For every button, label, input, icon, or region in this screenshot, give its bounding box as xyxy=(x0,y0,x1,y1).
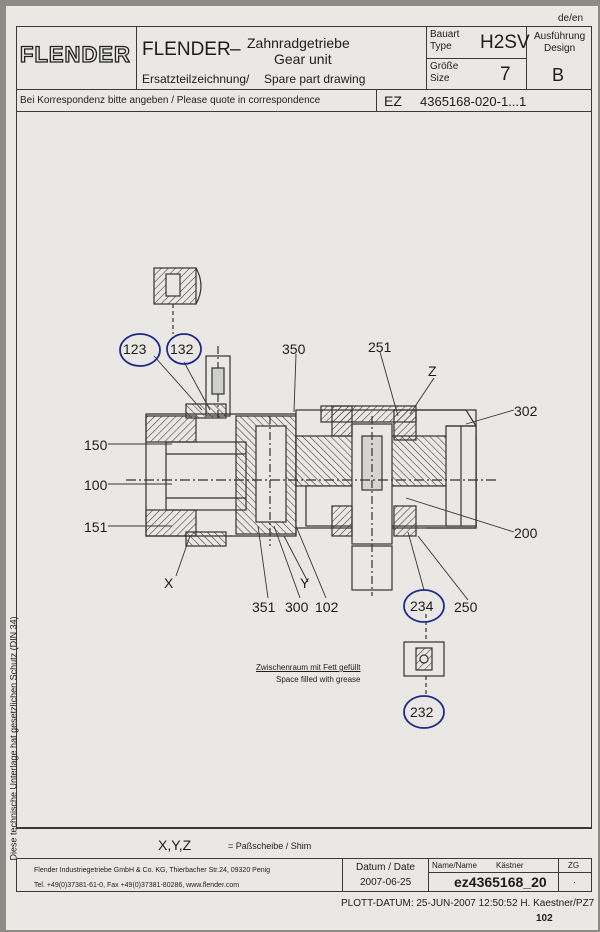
type-label-en: Type xyxy=(430,41,452,52)
detail-view-top xyxy=(153,267,202,334)
zg-value: . xyxy=(573,875,576,886)
design-label-en: Design xyxy=(544,43,576,54)
row-divider xyxy=(376,90,378,112)
design-value: B xyxy=(552,65,565,85)
footer-address: Flender Industriegetriebe GmbH & Co. KG,… xyxy=(34,867,271,874)
date-label: Datum / Date xyxy=(356,862,415,873)
callout-302: 302 xyxy=(514,403,538,419)
callout-250: 250 xyxy=(454,599,478,615)
callout-100: 100 xyxy=(84,477,108,493)
name-value: Kästner xyxy=(496,861,524,870)
title-divider xyxy=(136,26,138,90)
footer-divider xyxy=(428,858,430,892)
title-block xyxy=(16,26,592,90)
callout-102: 102 xyxy=(315,599,339,615)
footer-contact: Tel. +49(0)37381-61-0, Fax +49(0)37381-8… xyxy=(34,882,240,889)
design-label-de: Ausführung xyxy=(534,31,586,42)
subtitle-en: Spare part drawing xyxy=(264,72,366,86)
callout-200: 200 xyxy=(514,525,538,541)
type-label-de: Bauart xyxy=(430,29,460,40)
callout-X: X xyxy=(164,575,174,591)
callout-150: 150 xyxy=(84,437,108,453)
plot-date: PLOTT-DATUM: 25-JUN-2007 12:50:52 H. Kae… xyxy=(341,898,595,909)
drawing-id: ez4365168_20 xyxy=(454,874,547,890)
grease-note-en: Space filled with grease xyxy=(276,675,361,684)
callout-300: 300 xyxy=(285,599,309,615)
callout-151: 151 xyxy=(84,519,108,535)
circled-callouts xyxy=(119,333,445,729)
drawing-frame xyxy=(16,112,592,828)
footer-block xyxy=(16,858,592,892)
footer-divider xyxy=(428,872,592,874)
callout-232: 232 xyxy=(410,704,434,720)
correspondence-row xyxy=(16,90,592,112)
footer-divider xyxy=(342,858,344,892)
copyright-side-text: Diese technische Unterlage hat gesetzlic… xyxy=(8,616,19,861)
callout-Z: Z xyxy=(428,363,437,379)
company-name: FLENDER xyxy=(142,39,231,60)
name-label: Name/Name xyxy=(432,861,477,870)
title-de: Zahnradgetriebe xyxy=(247,35,350,51)
callout-251: 251 xyxy=(368,339,392,355)
ez-number: 4365168-020-1...1 xyxy=(420,94,527,109)
gear-unit-drawing xyxy=(108,267,515,729)
drawing-sheet: de/en FLENDER FLENDER – Zahnradgetriebe … xyxy=(6,6,598,930)
title-dash: – xyxy=(230,39,241,60)
ez-prefix: EZ xyxy=(384,93,402,109)
date-value: 2007-06-25 xyxy=(360,877,412,888)
grease-note-de: Zwischenraum mit Fett gefüllt xyxy=(256,663,361,672)
detail-view-bottom xyxy=(403,614,445,696)
subtitle-de: Ersatzteilzeichnung/ xyxy=(142,72,250,86)
title-en: Gear unit xyxy=(274,51,332,67)
flender-logo: FLENDER xyxy=(19,42,131,67)
shim-text: = Paßscheibe / Shim xyxy=(228,841,312,851)
callout-Y: Y xyxy=(300,575,310,591)
legend-divider xyxy=(16,828,592,830)
callout-234: 234 xyxy=(410,598,434,614)
correspondence-text: Bei Korrespondenz bitte angeben / Please… xyxy=(20,95,321,106)
size-label-en: Size xyxy=(430,73,450,84)
type-value: H2SV xyxy=(480,32,530,53)
size-value: 7 xyxy=(500,64,511,85)
footer-divider xyxy=(558,858,560,892)
title-divider xyxy=(426,58,526,60)
callout-351: 351 xyxy=(252,599,276,615)
size-label-de: Größe xyxy=(430,61,459,72)
shim-letters: X,Y,Z xyxy=(158,837,192,853)
callout-350: 350 xyxy=(282,341,306,357)
callout-123: 123 xyxy=(123,341,147,357)
title-divider xyxy=(526,26,528,90)
page-number: 102 xyxy=(536,913,553,924)
callout-132: 132 xyxy=(170,341,194,357)
language-tag: de/en xyxy=(558,13,584,24)
zg-label: ZG xyxy=(568,861,580,870)
